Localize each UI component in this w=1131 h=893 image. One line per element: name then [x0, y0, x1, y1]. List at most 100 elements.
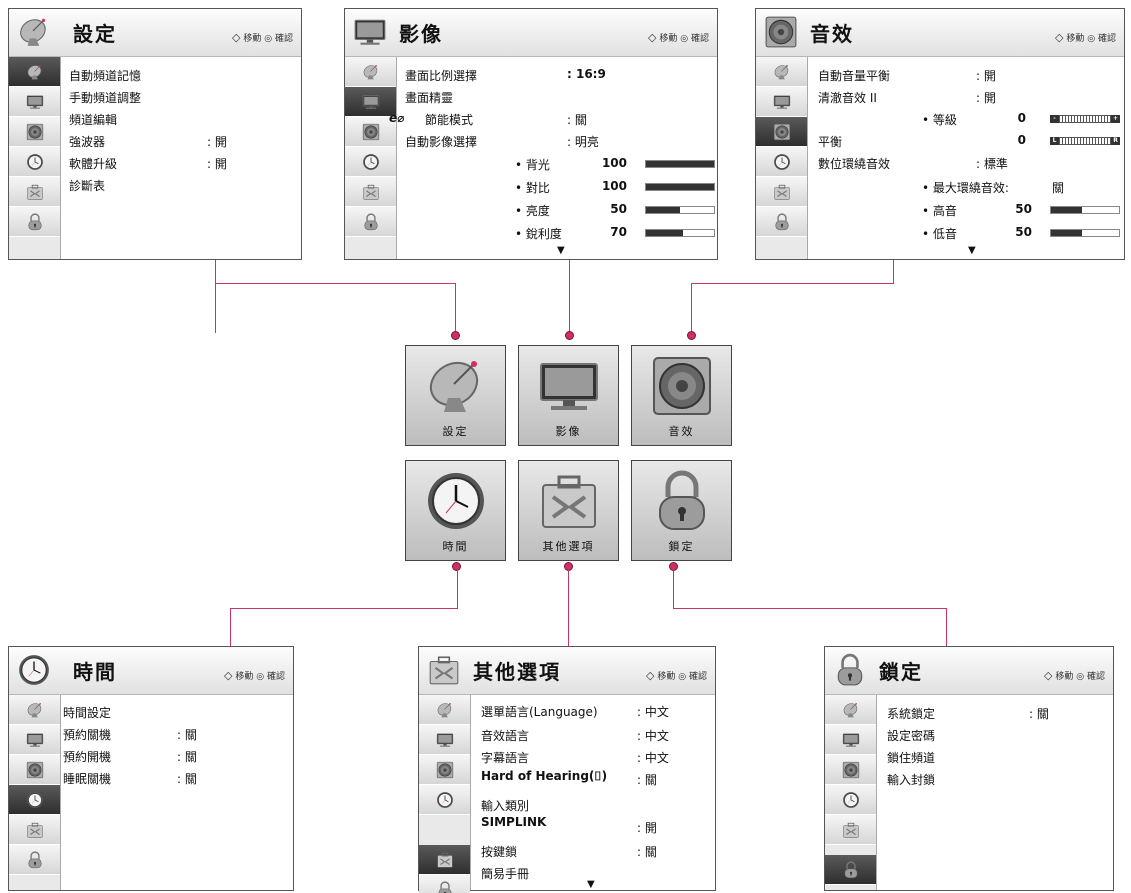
tab-picture[interactable]	[756, 87, 807, 117]
connector-audio-v2	[691, 283, 692, 335]
menu-item-auto-tuning[interactable]: 自動頻道記憶	[69, 69, 142, 83]
menu-item-channel-edit[interactable]: 頻道編輯	[69, 113, 118, 127]
scroll-down-arrow-icon[interactable]: ▼	[968, 245, 976, 256]
tab-lock[interactable]	[9, 207, 60, 237]
tab-time[interactable]	[756, 147, 807, 177]
menu-item-subtitle-language[interactable]: 字幕語言	[481, 751, 530, 765]
panel-header: 音效 ◇ 移動 ◎ 確認	[756, 9, 1124, 57]
panel-title: 鎖定	[879, 660, 923, 684]
tab-audio[interactable]	[756, 117, 807, 147]
menu-item-clear-voice[interactable]: 清澈音效 II	[818, 91, 877, 105]
tab-audio[interactable]	[9, 117, 60, 147]
menu-item-block-channel[interactable]: 鎖住頻道	[887, 751, 936, 765]
tab-audio[interactable]	[9, 755, 60, 785]
toolbox-icon	[537, 469, 601, 533]
menu-item-surround[interactable]: 數位環繞音效	[818, 157, 891, 171]
menu-item-quick-guide[interactable]: 簡易手冊	[481, 867, 530, 881]
slider-contrast[interactable]	[645, 183, 715, 191]
tab-lock[interactable]	[419, 875, 470, 893]
tab-picture[interactable]	[9, 725, 60, 755]
menu-item-hard-of-hearing[interactable]: Hard of Hearing(⌷)	[481, 769, 608, 783]
menu-item-clock[interactable]: 時間設定	[63, 706, 112, 720]
panel-title: 影像	[399, 22, 443, 46]
scroll-down-arrow-icon[interactable]: ▼	[587, 879, 595, 890]
connector-audio-h	[691, 283, 894, 284]
menu-item-menu-language[interactable]: 選單語言(Language)	[481, 705, 598, 719]
slider-brightness[interactable]	[645, 206, 715, 214]
menu-item-picture-wizard[interactable]: 畫面精靈	[405, 91, 454, 105]
tab-lock[interactable]	[9, 845, 60, 875]
level-scale[interactable]: -+	[1050, 115, 1120, 123]
tab-time[interactable]	[9, 147, 60, 177]
tab-time[interactable]	[9, 785, 60, 815]
slider-backlight[interactable]	[645, 160, 715, 168]
menu-item-off-time[interactable]: 預約關機	[63, 728, 112, 742]
hub-button-audio[interactable]: 音效	[631, 345, 732, 446]
tab-audio[interactable]	[345, 117, 396, 147]
slider-bass[interactable]	[1050, 229, 1120, 237]
tab-option[interactable]	[756, 177, 807, 207]
tab-picture[interactable]	[419, 725, 470, 755]
menu-item-on-time[interactable]: 預約開機	[63, 750, 112, 764]
menu-item-booster[interactable]: 強波器	[69, 135, 106, 149]
tab-time[interactable]	[345, 147, 396, 177]
hub-button-time[interactable]: 時間	[405, 460, 506, 561]
panel-title: 音效	[810, 22, 854, 46]
tab-setup[interactable]	[9, 57, 60, 87]
tab-lock[interactable]	[345, 207, 396, 237]
tab-picture[interactable]	[345, 87, 396, 117]
menu-item-input-label[interactable]: 輸入類別	[481, 799, 530, 813]
menu-item-set-password[interactable]: 設定密碼	[887, 729, 936, 743]
menu-item-key-lock[interactable]: 按鍵鎖	[481, 845, 518, 859]
slider-label-sharpness: • 銳利度	[515, 227, 562, 241]
menu-item-sleep-timer[interactable]: 睡眠關機	[63, 772, 112, 786]
menu-item-lock-system[interactable]: 系統鎖定	[887, 707, 936, 721]
menu-item-level[interactable]: • 等級	[922, 113, 957, 127]
menu-item-audio-language[interactable]: 音效語言	[481, 729, 530, 743]
tab-picture[interactable]	[825, 725, 876, 755]
tab-option[interactable]	[419, 845, 470, 875]
tab-setup[interactable]	[756, 57, 807, 87]
hub-button-setup[interactable]: 設定	[405, 345, 506, 446]
connector-setup-v	[455, 283, 456, 335]
connector-dot-picture	[565, 331, 574, 340]
hub-button-picture[interactable]: 影像	[518, 345, 619, 446]
clear-voice-value: : 開	[976, 91, 996, 105]
tab-time[interactable]	[419, 785, 470, 815]
menu-item-aspect-ratio[interactable]: 畫面比例選擇	[405, 69, 478, 83]
menu-item-input-block[interactable]: 輸入封鎖	[887, 773, 936, 787]
tab-option[interactable]	[825, 815, 876, 845]
menu-item-diagnostics[interactable]: 診斷表	[69, 179, 106, 193]
tab-lock[interactable]	[756, 207, 807, 237]
menu-item-bass[interactable]: • 低音	[922, 227, 957, 241]
tab-picture[interactable]	[9, 87, 60, 117]
connector-picture	[569, 260, 570, 334]
menu-item-treble[interactable]: • 高音	[922, 204, 957, 218]
tab-option[interactable]	[9, 815, 60, 845]
tab-audio[interactable]	[419, 755, 470, 785]
tab-setup[interactable]	[419, 695, 470, 725]
tab-lock[interactable]	[825, 855, 876, 885]
treble-value: 50	[1015, 202, 1032, 216]
menu-item-max-surround[interactable]: • 最大環繞音效:	[922, 181, 1009, 195]
tab-option[interactable]	[9, 177, 60, 207]
hub-button-lock[interactable]: 鎖定	[631, 460, 732, 561]
tab-time[interactable]	[825, 785, 876, 815]
menu-item-balance[interactable]: 平衡	[818, 135, 843, 149]
tab-setup[interactable]	[345, 57, 396, 87]
slider-sharpness[interactable]	[645, 229, 715, 237]
slider-treble[interactable]	[1050, 206, 1120, 214]
tab-setup[interactable]	[9, 695, 60, 725]
menu-item-software-update[interactable]: 軟體升級	[69, 157, 118, 171]
menu-item-picture-mode[interactable]: 自動影像選擇	[405, 135, 478, 149]
hub-button-option[interactable]: 其他選項	[518, 460, 619, 561]
tab-option[interactable]	[345, 177, 396, 207]
menu-item-manual-tuning[interactable]: 手動頻道調整	[69, 91, 142, 105]
menu-item-simplink[interactable]: SIMPLINK	[481, 815, 547, 829]
scroll-down-arrow-icon[interactable]: ▼	[557, 245, 565, 256]
menu-item-auto-volume[interactable]: 自動音量平衡	[818, 69, 891, 83]
menu-item-energy-saving[interactable]: 節能模式	[425, 113, 474, 127]
tab-audio[interactable]	[825, 755, 876, 785]
tab-setup[interactable]	[825, 695, 876, 725]
